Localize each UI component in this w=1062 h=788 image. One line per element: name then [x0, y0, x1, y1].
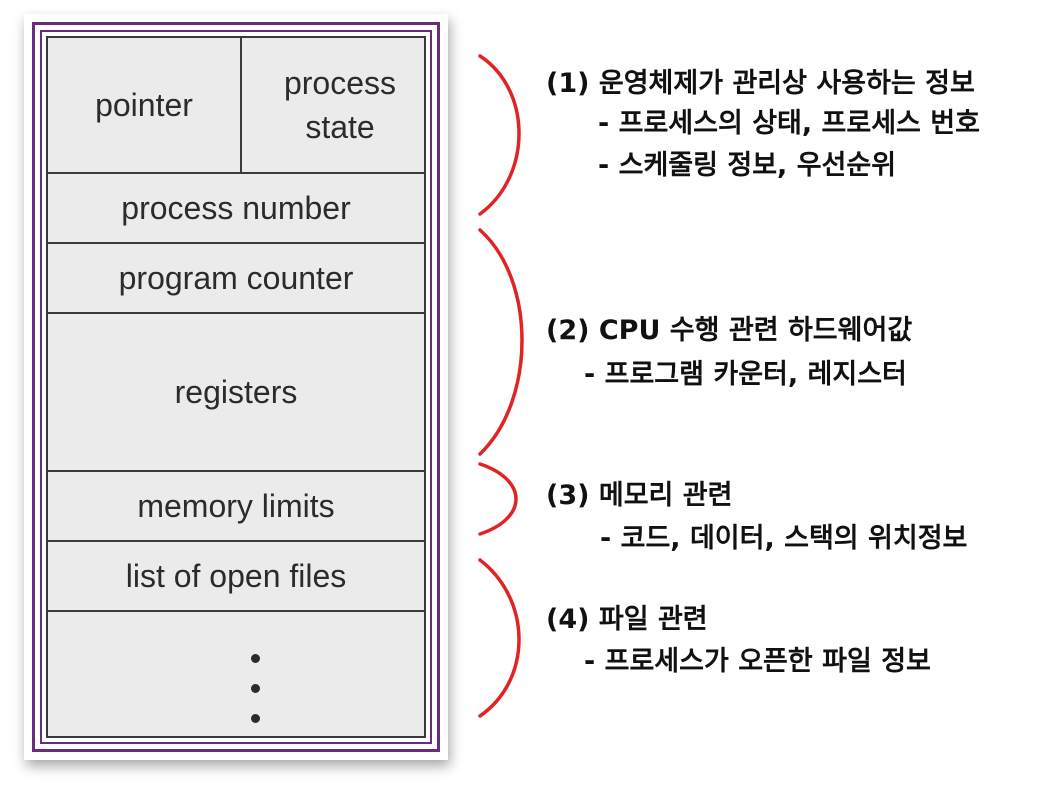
- pcb-pointer-cell: pointer: [48, 38, 240, 172]
- cpu-info-line-1: - 프로그램 카운터, 레지스터: [584, 359, 907, 390]
- grouping-braces: [478, 54, 524, 718]
- memory-info-line-1: - 코드, 데이터, 스택의 위치정보: [600, 523, 968, 554]
- pcb-table: pointer process state process number pro…: [46, 36, 426, 738]
- brace-cpu-info: [478, 228, 524, 456]
- pcb-divider: [48, 312, 424, 314]
- pcb-program-counter-label: program counter: [118, 260, 354, 296]
- pcb-registers-cell: registers: [48, 314, 424, 470]
- ellipsis-dot: [251, 654, 260, 663]
- pcb-process-state-label-line-1: process: [283, 65, 397, 101]
- pcb-outer-frame: pointer process state process number pro…: [32, 22, 440, 752]
- pcb-divider: [48, 610, 424, 612]
- pcb-diagram-card: pointer process state process number pro…: [24, 14, 448, 760]
- pcb-memory-limits-label: memory limits: [137, 488, 335, 524]
- memory-info-title: (3) 메모리 관련: [546, 480, 733, 511]
- pcb-process-state-label-line-2: state: [305, 109, 375, 145]
- pcb-more-fields-cell: [48, 612, 424, 736]
- brace-file-info: [478, 558, 521, 718]
- ellipsis-dot: [251, 714, 260, 723]
- pcb-process-number-cell: process number: [48, 174, 424, 242]
- os-info-line-2: - 스케줄링 정보, 우선순위: [598, 150, 897, 181]
- pcb-process-state-cell: process state: [242, 38, 438, 172]
- pcb-divider: [48, 540, 424, 542]
- pcb-open-files-cell: list of open files: [48, 542, 424, 610]
- pcb-inner-frame: pointer process state process number pro…: [40, 30, 432, 744]
- ellipsis-dot: [251, 684, 260, 693]
- brace-memory-info: [478, 462, 518, 536]
- pcb-divider: [48, 242, 424, 244]
- os-info-title: (1) 운영체제가 관리상 사용하는 정보: [546, 68, 975, 99]
- pcb-program-counter-cell: program counter: [48, 244, 424, 312]
- cpu-info-title: (2) CPU 수행 관련 하드웨어값: [546, 315, 913, 346]
- file-info-title: (4) 파일 관련: [546, 604, 708, 635]
- brace-os-info: [478, 54, 521, 216]
- pcb-open-files-label: list of open files: [125, 558, 347, 594]
- file-info-line-1: - 프로세스가 오픈한 파일 정보: [584, 646, 931, 677]
- pcb-process-number-label: process number: [121, 190, 351, 226]
- pcb-divider: [48, 172, 424, 174]
- pcb-divider: [48, 470, 424, 472]
- os-info-line-1: - 프로세스의 상태, 프로세스 번호: [598, 108, 980, 139]
- pcb-divider: [240, 38, 242, 172]
- pcb-registers-label: registers: [174, 374, 298, 410]
- pcb-memory-limits-cell: memory limits: [48, 472, 424, 540]
- pcb-pointer-label: pointer: [95, 87, 193, 123]
